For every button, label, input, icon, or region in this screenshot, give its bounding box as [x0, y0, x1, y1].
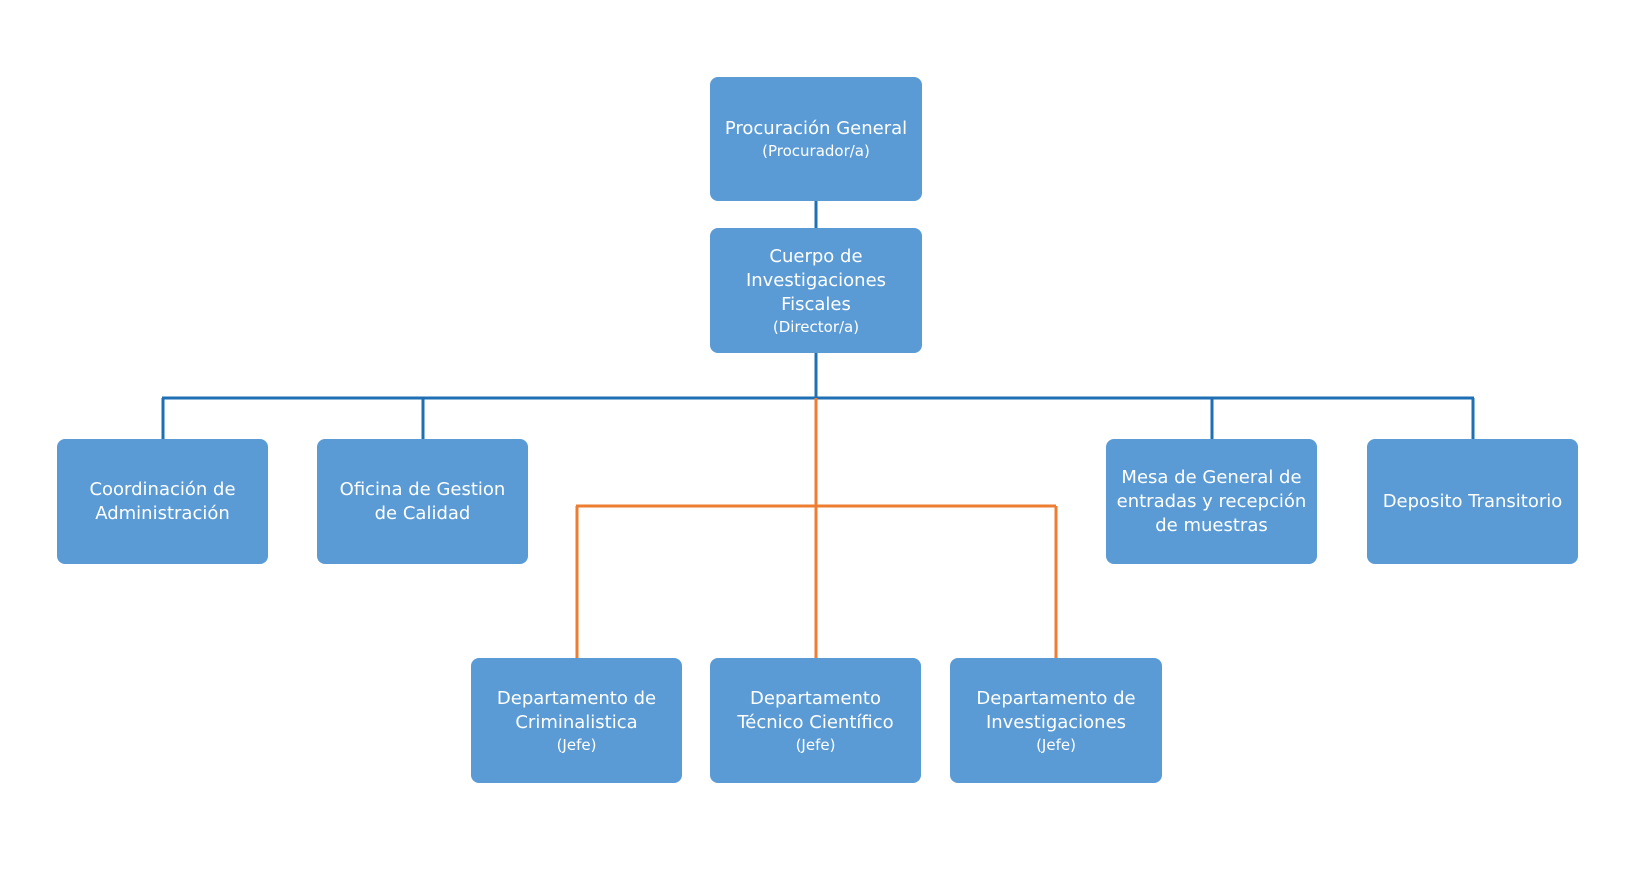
node-departamento-investigaciones-role: (Jefe): [1036, 735, 1076, 754]
node-cuerpo-investigaciones: Cuerpo de Investigaciones Fiscales (Dire…: [710, 228, 922, 353]
node-departamento-criminalistica-title: Departamento de Criminalistica: [496, 687, 657, 733]
node-departamento-criminalistica-role: (Jefe): [556, 735, 597, 754]
node-oficina-gestion-calidad: Oficina de Gestion de Calidad: [317, 439, 528, 564]
node-oficina-gestion-calidad-title: Oficina de Gestion de Calidad: [339, 478, 506, 524]
node-mesa-general-entradas-title: Mesa de General de entradas y recepción …: [1116, 466, 1307, 536]
node-departamento-tecnico-cientifico: Departamento Técnico Científico (Jefe): [710, 658, 921, 783]
node-mesa-general-entradas: Mesa de General de entradas y recepción …: [1106, 439, 1317, 564]
node-deposito-transitorio: Deposito Transitorio: [1367, 439, 1578, 564]
node-cuerpo-investigaciones-role: (Director/a): [772, 317, 860, 336]
node-departamento-tecnico-cientifico-role: (Jefe): [795, 735, 836, 754]
node-departamento-tecnico-cientifico-title: Departamento Técnico Científico: [737, 687, 894, 733]
node-procuracion-general: Procuración General (Procurador/a): [710, 77, 922, 201]
node-procuracion-general-title: Procuración General: [724, 118, 908, 139]
node-departamento-criminalistica: Departamento de Criminalistica (Jefe): [471, 658, 682, 783]
node-departamento-investigaciones-title: Departamento de Investigaciones: [976, 687, 1136, 733]
node-cuerpo-investigaciones-title: Cuerpo de Investigaciones Fiscales: [745, 245, 887, 315]
node-coordinacion-administracion: Coordinación de Administración: [57, 439, 268, 564]
node-coordinacion-administracion-title: Coordinación de Administración: [89, 478, 236, 524]
node-procuracion-general-role: (Procurador/a): [762, 142, 870, 160]
node-departamento-investigaciones: Departamento de Investigaciones (Jefe): [950, 658, 1162, 783]
node-deposito-transitorio-title: Deposito Transitorio: [1382, 490, 1563, 512]
